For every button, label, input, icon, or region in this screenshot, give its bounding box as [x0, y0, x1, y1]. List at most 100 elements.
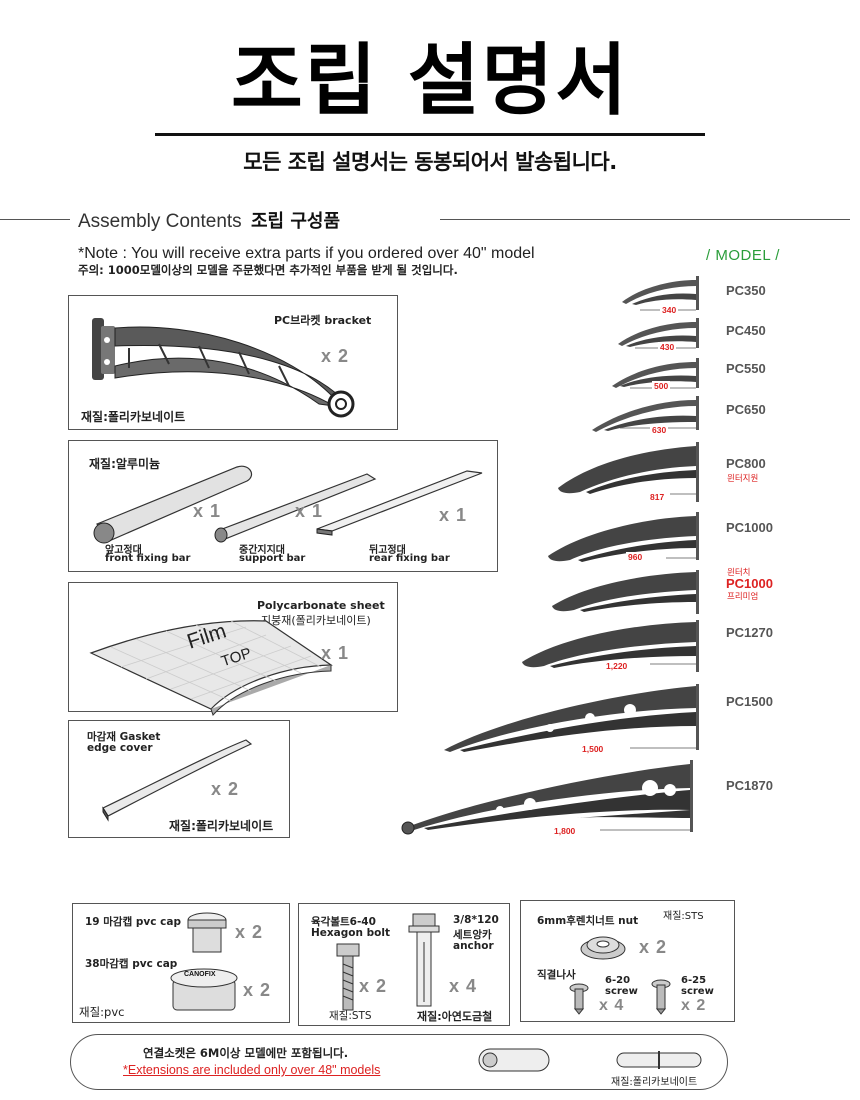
- model-pc650-length: 630: [650, 425, 669, 435]
- model-list-title: / MODEL /: [706, 247, 780, 264]
- bracket-qty: x 2: [321, 346, 350, 366]
- support-bar-label-kr: 중간지지대: [239, 545, 285, 556]
- model-brackets-illustration: [401, 276, 699, 835]
- model-pc1000: PC1000: [726, 520, 773, 535]
- nut-qty: x 2: [639, 937, 668, 957]
- model-pc1270: PC1270: [726, 625, 773, 640]
- model-pc1870: PC1870: [726, 778, 773, 793]
- anchor-qty: x 4: [449, 976, 478, 996]
- section-title-en: Assembly Contents: [78, 211, 242, 232]
- hex-bolt-illustration: [336, 943, 360, 1011]
- support-bar-qty: x 1: [295, 501, 324, 521]
- hex-bolt-label-en: Hexagon bolt: [311, 927, 390, 939]
- model-pc800-sub: 윈터지원: [727, 474, 759, 484]
- page-title: 조립 설명서: [231, 36, 629, 126]
- model-pc1500: PC1500: [726, 694, 773, 709]
- model-pc1270-length: 1,220: [604, 661, 630, 671]
- bracket-material: 재질:폴리카보네이트: [81, 410, 186, 424]
- model-pc1000p-sub: 프리미엄: [727, 592, 759, 602]
- cap38-illustration: [170, 968, 238, 1011]
- bracket-box: PC브라켓 bracket x 2 재질:폴리카보네이트: [68, 295, 398, 430]
- model-pc1500-length: 1,500: [580, 744, 606, 754]
- screw-6-25-size: 6-25: [681, 975, 707, 986]
- nuts-screws-box: 6mm후렌치너트 nut 재질:STS x 2 직결나사 6-20 screw …: [520, 900, 735, 1022]
- model-pc350: PC350: [726, 283, 766, 298]
- sheet-qty: x 1: [321, 643, 350, 663]
- screw-6-20-illustration: [569, 983, 589, 1015]
- cap38-brand: CANOFIX: [184, 971, 216, 978]
- aluminum-bars-box: 재질:알루미늄 x 1 x 1 x 1 앞고정대 front fixing ba…: [68, 440, 498, 572]
- extension-note-en: *Extensions are included only over 48" m…: [123, 1063, 381, 1077]
- model-pc800: PC800: [726, 456, 766, 471]
- gasket-label-line1: 마감재 Gasket: [87, 731, 161, 743]
- screw-6-20-word: screw: [605, 986, 638, 997]
- sheet-label-kr: 지붕재(폴리카보네이트): [261, 614, 371, 627]
- bracket-label: PC브라켓 bracket: [274, 314, 372, 327]
- anchor-label-size: 3/8*120: [453, 914, 499, 926]
- rear-bar-label-kr: 뒤고정대: [369, 545, 406, 556]
- model-pc800-length: 817: [648, 492, 667, 502]
- model-pc650: PC650: [726, 402, 766, 417]
- model-pc550-length: 500: [652, 381, 671, 391]
- gasket-illustration: [102, 739, 253, 822]
- support-bar-label-en: support bar: [239, 553, 306, 564]
- hex-bolt-material: 재질:STS: [329, 1010, 372, 1022]
- anchor-label-kr: 세트앙카: [453, 929, 492, 941]
- cap38-label: 38마감캡 pvc cap: [85, 958, 178, 970]
- front-bar-qty: x 1: [193, 501, 222, 521]
- model-pc450-length: 430: [658, 342, 677, 352]
- sheet-box: Polycarbonate sheet 지붕재(폴리카보네이트) Film TO…: [68, 582, 398, 716]
- screw-6-25-word: screw: [681, 986, 714, 997]
- extension-socket-illustration: [478, 1048, 702, 1072]
- cap19-qty: x 2: [235, 922, 264, 942]
- extension-note-kr: 연결소켓은 6M이상 모델에만 포함됩니다.: [143, 1046, 349, 1060]
- anchor-material: 재질:아연도금철: [417, 1010, 493, 1023]
- nut-illustration: [580, 936, 626, 960]
- model-pc450: PC450: [726, 323, 766, 338]
- bracket-illustration: [92, 318, 355, 418]
- extension-material: 재질:폴리카보네이트: [611, 1077, 698, 1088]
- model-pc350-length: 340: [660, 305, 679, 315]
- hex-bolt-label-kr: 육각볼트6-40: [311, 916, 376, 928]
- model-pc1000-length: 960: [626, 552, 645, 562]
- screw-6-20-qty: x 4: [599, 997, 625, 1014]
- nut-label: 6mm후렌치너트 nut: [537, 915, 639, 927]
- section-title-kr: 조립 구성품: [250, 211, 341, 232]
- nut-material: 재질:STS: [663, 911, 704, 922]
- gasket-label-line2: edge cover: [87, 742, 153, 754]
- title-divider: [155, 133, 705, 136]
- page-subtitle: 모든 조립 설명서는 동봉되어서 발송됩니다.: [243, 150, 617, 174]
- section-line-left: [0, 219, 70, 220]
- cap19-illustration: [187, 912, 227, 953]
- section-title: Assembly Contents 조립 구성품: [78, 207, 340, 233]
- bolts-box: 육각볼트6-40 Hexagon bolt x 2 재질:STS 3/8*120…: [298, 903, 510, 1026]
- model-pc1870-length: 1,800: [552, 826, 578, 836]
- rear-bar-qty: x 1: [439, 505, 468, 525]
- model-pc550: PC550: [726, 361, 766, 376]
- front-bar-label-kr: 앞고정대: [105, 545, 142, 556]
- caps-box: 19 마감캡 pvc cap x 2 38마감캡 pvc cap CANOFIX…: [72, 903, 290, 1023]
- screw-6-20-size: 6-20: [605, 975, 631, 986]
- note-english: *Note : You will receive extra parts if …: [78, 245, 535, 262]
- section-line-right: [440, 219, 850, 220]
- gasket-qty: x 2: [211, 779, 240, 799]
- cap38-qty: x 2: [243, 980, 272, 1000]
- gasket-material: 재질:폴리카보네이트: [169, 819, 274, 833]
- aluminum-bars-illustration: [93, 465, 483, 544]
- sheet-label-en: Polycarbonate sheet: [257, 599, 385, 612]
- cap19-label: 19 마감캡 pvc cap: [85, 916, 181, 928]
- rear-bar-label-en: rear fixing bar: [369, 553, 450, 564]
- note-korean: 주의: 1000모델이상의 모델을 주문했다면 추가적인 부품을 받게 될 것입…: [78, 263, 458, 277]
- caps-material: 재질:pvc: [79, 1005, 125, 1019]
- screws-label: 직결나사: [537, 969, 576, 981]
- anchor-illustration: [408, 913, 440, 1007]
- model-pc1000-premium: PC1000: [726, 576, 773, 591]
- aluminum-material: 재질:알루미늄: [89, 457, 161, 471]
- model-pc1000p-pre: 윈터치: [727, 568, 751, 578]
- gasket-box: 마감재 Gasket edge cover x 2 재질:폴리카보네이트: [68, 720, 290, 838]
- anchor-label-en: anchor: [453, 940, 494, 952]
- screw-6-25-qty: x 2: [681, 997, 707, 1014]
- extension-note-box: 연결소켓은 6M이상 모델에만 포함됩니다. *Extensions are i…: [70, 1034, 728, 1090]
- hex-bolt-qty: x 2: [359, 976, 388, 996]
- screw-6-25-illustration: [651, 979, 671, 1015]
